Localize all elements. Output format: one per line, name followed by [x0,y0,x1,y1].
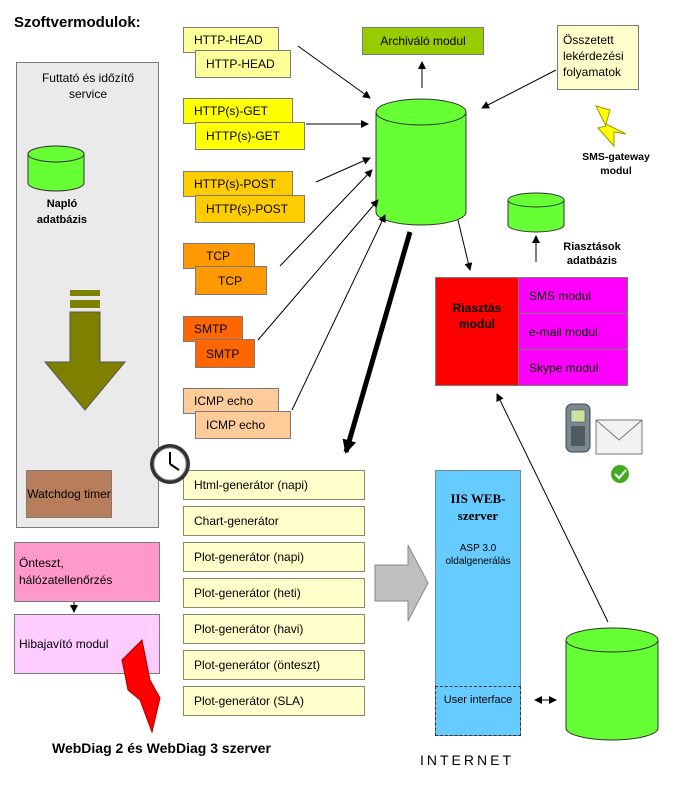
osszetett-label: Összetett lekérdezési folyamatok [563,33,624,79]
http-get-label-back: HTTP(s)-GET [194,104,268,118]
sms-gateway-lightning-icon [595,105,627,148]
smtp-box-back: SMTP [183,316,243,342]
skype-modul-label: Skype modul [529,360,599,375]
icmp-label-back: ICMP echo [194,394,254,408]
user-db-label: User adatbázis [578,681,638,713]
http-post-box-back: HTTP(s)-POST [183,171,293,197]
http-get-box-back: HTTP(s)-GET [183,98,293,124]
generator-label: Plot-generátor (SLA) [194,694,305,708]
runner-service-label: Futtató és időzítő service [41,71,135,101]
sms-gateway-label: SMS-gateway modul [582,151,650,177]
onteszt-box: Önteszt, hálózatellenőrzés [14,542,160,602]
skype-modul-box: Skype modul [518,349,628,386]
http-post-box-front: HTTP(s)-POST [195,195,305,223]
page-title: Szoftvermodulok: [14,14,141,31]
monitor-db-label: Monitor adatbázis [398,153,458,185]
watchdog-timer-box: Watchdog timer [26,470,112,518]
onteszt-label: Önteszt, hálózatellenőrzés [19,556,113,587]
generator-plot-napi: Plot-generátor (napi) [183,542,365,572]
iis-title: IIS WEB-szerver [450,491,506,523]
user-interface-box [435,686,521,736]
hibajavito-label: Hibajavító modul [19,637,109,651]
http-head-box-front: HTTP-HEAD [195,50,291,78]
iis-subtitle: ASP 3.0 oldalgenerálás [445,543,511,567]
naplo-db-label: Napló adatbázis [36,198,88,226]
generator-label: Plot-generátor (havi) [194,622,304,636]
generator-plot-heti: Plot-generátor (heti) [183,578,365,608]
email-modul-box: e-mail modul [518,313,628,350]
osszetett-box: Összetett lekérdezési folyamatok [557,25,639,90]
server-caption: WebDiag 2 és WebDiag 3 szerver [52,740,271,756]
watchdog-label: Watchdog timer [27,486,111,501]
http-head-box-back: HTTP-HEAD [183,27,279,53]
generator-label: Plot-generátor (önteszt) [194,658,321,672]
generator-plot-sla: Plot-generátor (SLA) [183,686,365,716]
email-modul-label: e-mail modul [529,324,598,339]
riasztasok-db-label: Riasztások adatbázis [563,241,621,267]
runner-service-panel [16,62,159,528]
tcp-label-back: TCP [206,249,230,263]
http-get-label-front: HTTP(s)-GET [206,129,280,143]
archivalo-box: Archiváló modul [362,27,484,55]
http-post-label-back: HTTP(s)-POST [194,177,276,191]
generators-to-iis-arrow [374,544,429,622]
icmp-box-front: ICMP echo [195,411,291,439]
http-head-label-back: HTTP-HEAD [194,33,263,47]
phone-email-icon [565,403,643,483]
riasztas-modul-box: Riasztás modul [435,277,519,386]
internet-caption: INTERNET [420,752,514,768]
smtp-box-front: SMTP [195,339,255,368]
tcp-box-front: TCP [195,266,267,295]
generator-label: Html-generátor (napi) [194,478,309,492]
user-interface-label: User interface [443,694,513,706]
sms-modul-label: SMS modul [529,288,592,303]
monitor-to-generators-arrow [342,231,413,454]
generator-label: Plot-generátor (napi) [194,550,305,564]
smtp-label-back: SMTP [194,322,228,336]
generator-label: Chart-generátor [194,514,279,528]
icmp-label-front: ICMP echo [206,418,266,432]
sms-modul-box: SMS modul [518,277,628,314]
http-get-box-front: HTTP(s)-GET [195,122,305,150]
generator-chart: Chart-generátor [183,506,365,536]
riasztasok-db-cylinder [507,192,565,233]
riasztas-modul-label: Riasztás modul [452,301,502,331]
tcp-label-front: TCP [218,273,242,288]
generator-label: Plot-generátor (heti) [194,586,301,600]
smtp-label-front: SMTP [206,346,240,361]
http-head-label-front: HTTP-HEAD [206,57,275,71]
generator-html-napi: Html-generátor (napi) [183,470,365,500]
hibajavito-box: Hibajavító modul [14,614,160,674]
http-post-label-front: HTTP(s)-POST [206,202,288,216]
generator-plot-onteszt: Plot-generátor (önteszt) [183,650,365,680]
archivalo-label: Archiváló modul [380,34,466,48]
generator-plot-havi: Plot-generátor (havi) [183,614,365,644]
